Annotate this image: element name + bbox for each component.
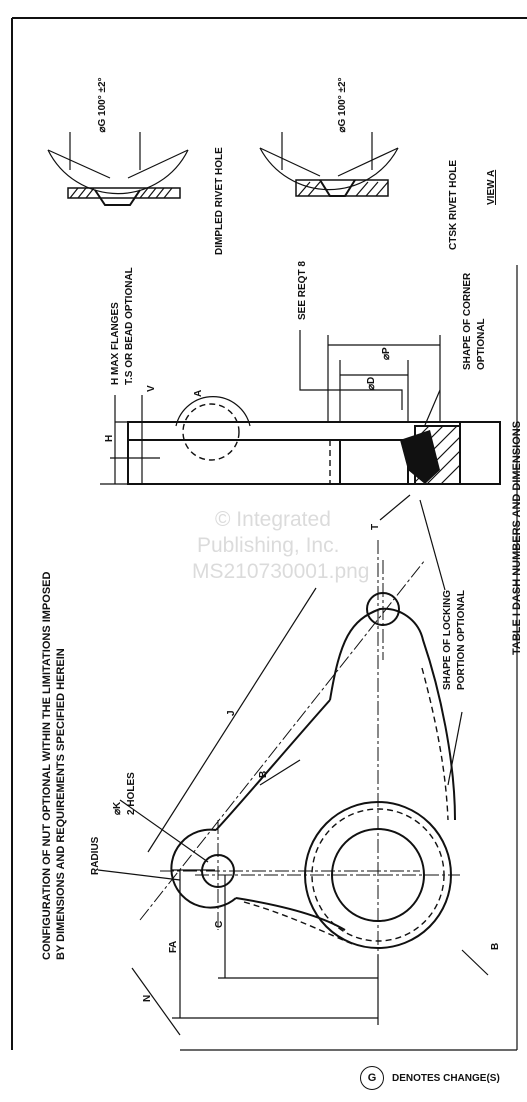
watermark: © Integrated Publishing, Inc. MS21073000… bbox=[192, 508, 370, 583]
dimpled-label: DIMPLED RIVET HOLE bbox=[214, 147, 225, 255]
watermark-line1: © Integrated bbox=[215, 508, 331, 531]
view-label: VIEW A bbox=[486, 170, 497, 205]
nut-plan-view bbox=[139, 540, 460, 985]
locking-label-2: PORTION OPTIONAL bbox=[456, 590, 467, 690]
dim-v: V bbox=[146, 385, 157, 392]
dim-b: B bbox=[258, 771, 269, 778]
plan-view-leaders bbox=[97, 711, 489, 976]
dim-c: C bbox=[214, 921, 225, 928]
watermark-line3: MS210730001.png bbox=[192, 560, 370, 583]
locking-label-1: SHAPE OF LOCKING bbox=[442, 590, 453, 690]
footer-legend: G DENOTES CHANGE(S) bbox=[360, 1066, 500, 1090]
dim-b2: B bbox=[490, 943, 501, 950]
dim-t: T bbox=[370, 524, 381, 530]
change-symbol: G bbox=[360, 1066, 384, 1090]
section-dimensions bbox=[100, 330, 446, 591]
corner-label-1: SHAPE OF CORNER bbox=[462, 272, 473, 370]
dim-n: N bbox=[142, 995, 153, 1002]
change-legend-text: DENOTES CHANGE(S) bbox=[392, 1072, 500, 1084]
table-title: TABLE I DASH NUMBERS AND DIMENSIONS bbox=[511, 421, 523, 655]
holes-label-2: 2 HOLES bbox=[126, 772, 137, 815]
configuration-note-line2: BY DIMENSIONS AND REQUIREMENTS SPECIFIED… bbox=[55, 648, 67, 960]
see-reqt-label: SEE REQT 8 bbox=[297, 261, 308, 320]
ctsk-label: CTSK RIVET HOLE bbox=[448, 160, 459, 250]
corner-label-2: OPTIONAL bbox=[476, 318, 487, 370]
ctsk-rivet-detail bbox=[259, 132, 399, 197]
dim-h: H bbox=[104, 435, 115, 442]
plan-view-dimensions bbox=[131, 587, 379, 1036]
configuration-note-line1: CONFIGURATION OF NUT OPTIONAL WITHIN THE… bbox=[41, 572, 53, 960]
dim-d: ⌀D bbox=[366, 377, 377, 390]
dim-f: F bbox=[168, 947, 179, 953]
dim-p: ⌀P bbox=[381, 347, 392, 360]
sheet-border bbox=[11, 17, 527, 1051]
dimpled-rivet-detail bbox=[47, 132, 189, 206]
radius-label: RADIUS bbox=[90, 836, 101, 875]
h-flanges-label-2: T.S OR BEAD OPTIONAL bbox=[124, 267, 135, 385]
angle-label-1: ⌀G 100° ±2° bbox=[97, 77, 108, 132]
watermark-line2: Publishing, Inc. bbox=[197, 534, 339, 557]
dim-a-view: A bbox=[193, 390, 204, 397]
drawing-notes: CONFIGURATION OF NUT OPTIONAL WITHIN THE… bbox=[41, 77, 523, 960]
h-flanges-label-1: H MAX FLANGES bbox=[110, 302, 121, 385]
dimension-letters: A F C J N B B H V T ⌀D ⌀P A bbox=[104, 347, 501, 1002]
dim-a: A bbox=[168, 941, 179, 948]
angle-label-2: ⌀G 100° ±2° bbox=[337, 77, 348, 132]
holes-label-1: ⌀K bbox=[112, 801, 123, 815]
nut-section-view bbox=[127, 396, 501, 485]
dim-j: J bbox=[226, 710, 237, 716]
